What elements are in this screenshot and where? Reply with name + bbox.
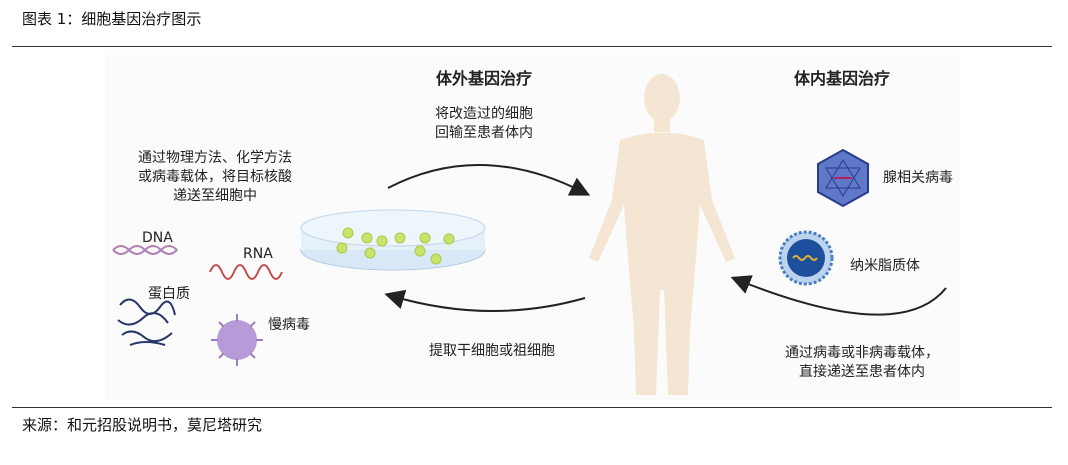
lipid-nanoparticle-icon — [778, 230, 834, 286]
top-rule — [12, 46, 1052, 47]
return-text-line-2: 回输至患者体内 — [435, 125, 533, 141]
aav-label: 腺相关病毒 — [883, 170, 953, 186]
in-vivo-delivery-arrow — [730, 275, 947, 316]
rna-strand-icon — [209, 264, 283, 280]
petri-dish-icon — [300, 209, 486, 271]
in-vivo-text-line-1: 通过病毒或非病毒载体， — [785, 345, 939, 361]
figure-caption: 图表 1：细胞基因治疗图示 — [22, 10, 202, 28]
protein-label: 蛋白质 — [148, 286, 190, 302]
delivery-text-line-3: 递送至细胞中 — [173, 188, 257, 204]
delivery-text-line-1: 通过物理方法、化学方法 — [138, 150, 292, 166]
return-arrow — [387, 163, 591, 196]
human-body-icon — [589, 74, 735, 395]
source-note: 来源：和元招股说明书，莫尼塔研究 — [22, 416, 263, 434]
delivery-text-line-2: 或病毒载体，将目标核酸 — [138, 169, 292, 185]
rna-label: RNA — [243, 246, 273, 262]
extract-arrow — [384, 289, 586, 313]
lentivirus-icon — [211, 314, 263, 366]
dna-helix-icon — [112, 245, 178, 255]
return-text-line-1: 将改造过的细胞 — [435, 106, 533, 122]
ex-vivo-title: 体外基因治疗 — [436, 69, 532, 88]
dna-label: DNA — [142, 230, 173, 246]
lentivirus-label: 慢病毒 — [268, 316, 310, 333]
bottom-rule — [12, 407, 1052, 408]
extract-text: 提取干细胞或祖细胞 — [429, 343, 555, 359]
in-vivo-title: 体内基因治疗 — [794, 69, 890, 88]
protein-icon — [117, 298, 176, 346]
in-vivo-text-line-2: 直接递送至患者体内 — [799, 363, 925, 380]
aav-icon — [817, 148, 869, 208]
lnp-label: 纳米脂质体 — [850, 258, 920, 274]
